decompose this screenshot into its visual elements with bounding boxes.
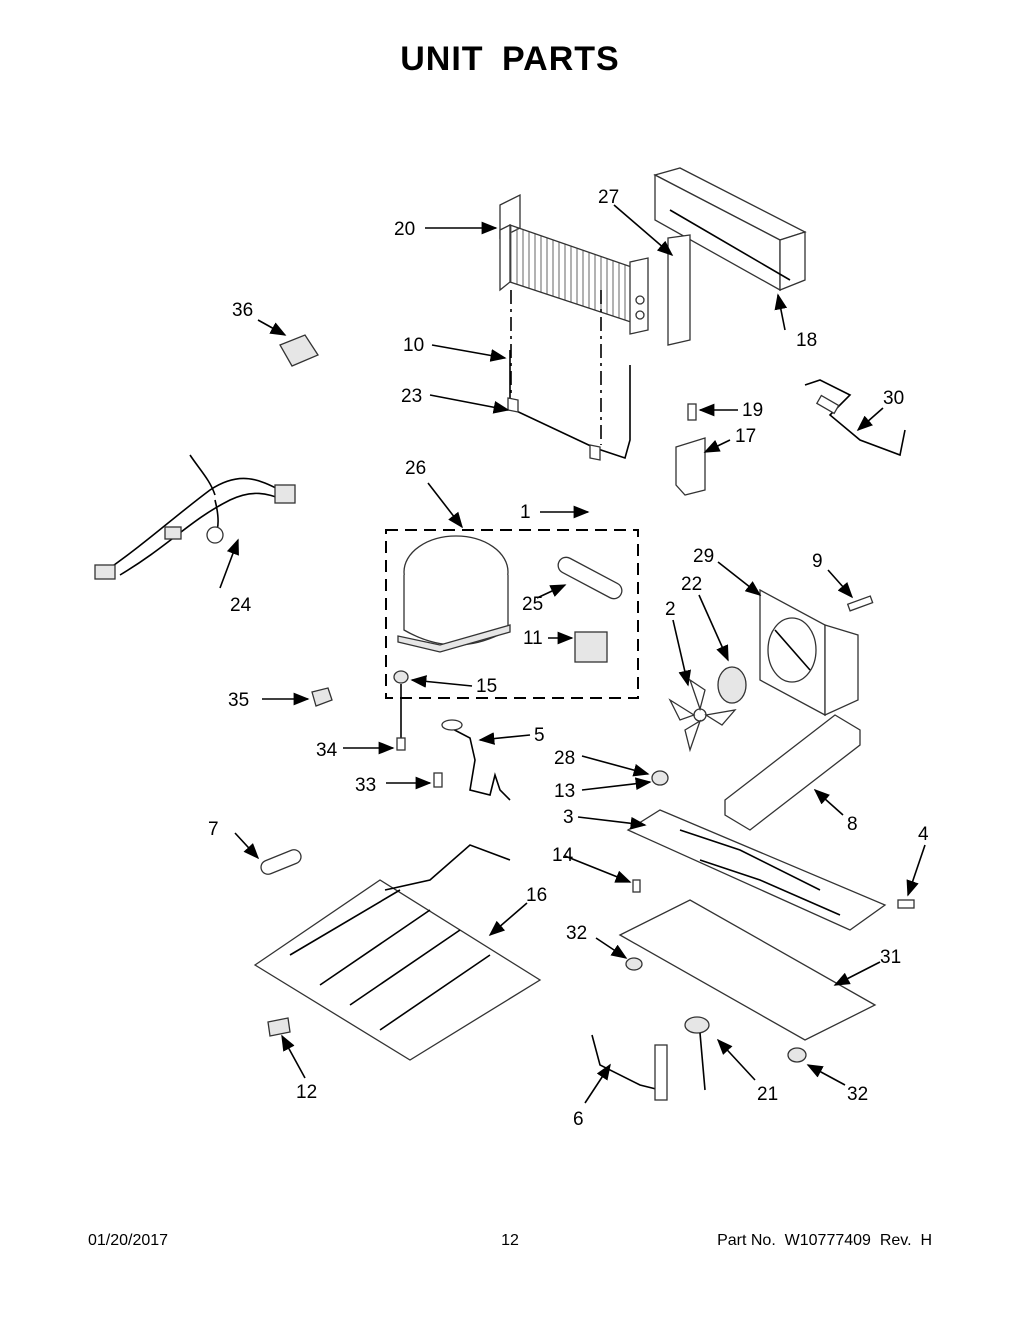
drain-tube bbox=[441, 719, 511, 801]
callout-1: 1 bbox=[520, 502, 531, 523]
callout-5: 5 bbox=[534, 725, 545, 746]
callout-25: 25 bbox=[522, 594, 543, 615]
callout-32b: 32 bbox=[847, 1084, 868, 1105]
leveling-foot bbox=[787, 1047, 807, 1063]
callout-6: 6 bbox=[573, 1109, 584, 1130]
callout-29: 29 bbox=[693, 546, 714, 567]
callout-13: 13 bbox=[554, 781, 575, 802]
footer-page-number: 12 bbox=[501, 1232, 519, 1249]
callout-2: 2 bbox=[665, 599, 676, 620]
callout-35: 35 bbox=[228, 690, 249, 711]
compressor-kit-box bbox=[385, 529, 639, 699]
callout-8: 8 bbox=[847, 814, 858, 835]
callout-26: 26 bbox=[405, 458, 426, 479]
evaporator-coil bbox=[253, 844, 542, 1061]
page-title: UNIT PARTS bbox=[400, 40, 620, 78]
terminal-board bbox=[279, 334, 319, 367]
compressor bbox=[397, 535, 511, 653]
thermistor bbox=[684, 1016, 710, 1091]
callout-10: 10 bbox=[403, 335, 424, 356]
clip-12 bbox=[267, 1017, 291, 1037]
fan-blade bbox=[668, 678, 737, 753]
screw-34 bbox=[396, 737, 406, 751]
wiring-harness bbox=[94, 454, 296, 580]
tube-sleeve bbox=[260, 849, 302, 875]
callout-12: 12 bbox=[296, 1082, 317, 1103]
fan-shroud bbox=[759, 588, 859, 717]
condenser-shroud bbox=[653, 167, 807, 292]
callout-3: 3 bbox=[563, 807, 574, 828]
fan-motor bbox=[717, 666, 747, 704]
mounting-bracket bbox=[675, 437, 706, 496]
callout-11: 11 bbox=[523, 628, 543, 649]
screw-14 bbox=[632, 879, 641, 893]
screw-9 bbox=[846, 595, 874, 612]
baffle-bracket bbox=[667, 234, 691, 346]
callout-18: 18 bbox=[796, 330, 817, 351]
condenser-coil bbox=[499, 193, 649, 335]
callout-23: 23 bbox=[401, 386, 422, 407]
callout-16: 16 bbox=[526, 885, 547, 906]
callout-28: 28 bbox=[554, 748, 575, 769]
callout-9: 9 bbox=[812, 551, 823, 572]
footer-date: 01/20/2017 bbox=[88, 1232, 169, 1249]
filter-tube-assembly bbox=[804, 379, 906, 457]
callout-7: 7 bbox=[208, 819, 219, 840]
callout-14: 14 bbox=[552, 845, 574, 866]
callout-22: 22 bbox=[681, 574, 702, 595]
footer-part-number: Part No. W10777409 Rev. H bbox=[717, 1232, 932, 1249]
callout-24: 24 bbox=[230, 595, 252, 616]
leader-lines bbox=[219, 204, 926, 1104]
base-tray bbox=[626, 809, 887, 931]
screw-33 bbox=[433, 772, 443, 788]
callout-4: 4 bbox=[918, 824, 929, 845]
callout-15: 15 bbox=[476, 676, 497, 697]
grommet-13 bbox=[651, 770, 669, 786]
condenser-mount-tube bbox=[507, 290, 631, 461]
screw-19 bbox=[687, 403, 697, 421]
callout-21: 21 bbox=[757, 1084, 778, 1105]
leveling-foot bbox=[625, 957, 643, 971]
callout-36: 36 bbox=[232, 300, 253, 321]
start-relay bbox=[574, 631, 608, 663]
callout-19: 19 bbox=[742, 400, 763, 421]
callout-20: 20 bbox=[394, 219, 415, 240]
filter-drier bbox=[557, 556, 623, 600]
defrost-sensor bbox=[591, 1034, 668, 1101]
callout-31: 31 bbox=[880, 947, 901, 968]
callout-17: 17 bbox=[735, 426, 756, 447]
callout-32a: 32 bbox=[566, 923, 587, 944]
callout-30: 30 bbox=[883, 388, 904, 409]
drain-pan bbox=[724, 714, 861, 831]
callout-33: 33 bbox=[355, 775, 376, 796]
screw-4 bbox=[897, 899, 915, 909]
callout-34: 34 bbox=[316, 740, 338, 761]
clip-35 bbox=[311, 687, 333, 707]
grommet bbox=[393, 670, 409, 684]
callout-27: 27 bbox=[598, 187, 619, 208]
insulation-pad bbox=[618, 899, 877, 1041]
